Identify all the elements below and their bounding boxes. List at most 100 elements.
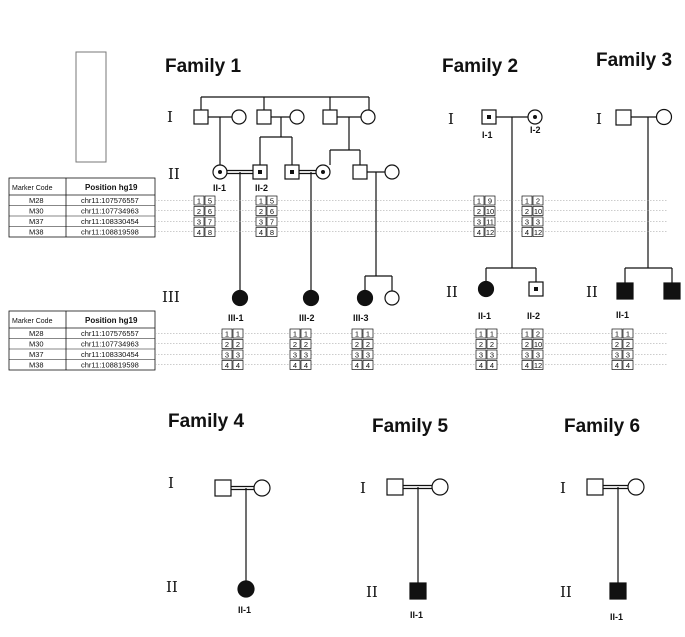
allele-box [484, 195, 496, 206]
table-top-position: chr11:107576557 [81, 196, 139, 205]
allele-value: 5 [270, 197, 274, 206]
allele-box [521, 195, 533, 206]
gen-II-f6: II [560, 583, 572, 601]
allele-value: 2 [366, 340, 370, 349]
allele-value: 1 [366, 330, 370, 339]
allele-box [289, 349, 301, 360]
f5-I-male [386, 478, 404, 496]
gen-II-f3: II [586, 283, 598, 301]
gen-I-f2: I [448, 110, 454, 128]
allele-box [255, 227, 267, 237]
allele-value: 1 [293, 330, 297, 339]
f1-I-male-1 [193, 109, 209, 125]
allele-box [204, 227, 216, 237]
allele-value: 2 [536, 330, 540, 339]
label-f5-II-1: II-1 [410, 610, 423, 620]
allele-box [266, 206, 278, 216]
allele-value: 2 [626, 340, 630, 349]
table-top-marker-code: M38 [29, 228, 44, 237]
allele-value: 2 [236, 340, 240, 349]
allele-value: 1 [525, 197, 529, 206]
gen-I-f4: I [168, 474, 174, 492]
allele-value: 3 [490, 351, 494, 360]
table-top-marker-code: M30 [29, 207, 44, 216]
allele-value: 1 [490, 330, 494, 339]
allele-box [193, 216, 205, 227]
table-top-marker-code: M37 [29, 217, 44, 226]
allele-box [221, 360, 233, 370]
allele-value: 1 [525, 330, 529, 339]
gen-I-f6: I [560, 479, 566, 497]
allele-box [473, 227, 485, 237]
allele-box [232, 360, 244, 370]
allele-box [300, 360, 312, 370]
allele-value: 3 [197, 218, 201, 227]
allele-box [232, 328, 244, 339]
f1-I-female-2 [289, 109, 305, 125]
allele-value: 7 [270, 218, 274, 227]
allele-value: 4 [293, 361, 297, 370]
allele-value: 2 [304, 340, 308, 349]
gen-III-f1: III [162, 288, 180, 306]
allele-box [473, 206, 485, 216]
family-5-pedigree [386, 478, 449, 600]
allele-value: 2 [479, 340, 483, 349]
table-bottom-header-position: Position hg19 [85, 316, 138, 325]
f1-I-male-3 [322, 109, 338, 125]
table-bottom-marker-code: M28 [29, 329, 44, 338]
allele-value: 3 [225, 351, 229, 360]
table-bottom-header-marker-code: Marker Code [12, 318, 53, 325]
allele-box [486, 360, 498, 370]
allele-box [232, 349, 244, 360]
allele-value: 1 [197, 197, 201, 206]
f4-I-male [214, 479, 232, 497]
allele-box [266, 216, 278, 227]
allele-value: 4 [490, 361, 494, 370]
f1-III-sibling-female [384, 290, 400, 306]
allele-box [362, 328, 374, 339]
table-top-header-marker-code: Marker Code [12, 185, 53, 192]
allele-value: 8 [270, 228, 274, 237]
f5-I-female [431, 478, 449, 496]
family-5-title: Family 5 [372, 416, 448, 437]
allele-value: 2 [477, 207, 481, 216]
allele-value: 4 [236, 361, 240, 370]
label-f1-III-1: III-1 [228, 313, 244, 323]
allele-box [362, 360, 374, 370]
f1-III-1-affected-female [231, 289, 249, 307]
allele-box [289, 328, 301, 339]
allele-box [255, 195, 267, 206]
f1-III-3-affected-female [356, 289, 374, 307]
allele-value: 3 [626, 351, 630, 360]
family-1-pedigree [193, 96, 400, 307]
allele-box [193, 195, 205, 206]
allele-box [611, 339, 623, 349]
allele-value: 4 [525, 228, 529, 237]
allele-value: 1 [304, 330, 308, 339]
allele-box [204, 206, 216, 216]
table-bottom-position: chr11:107576557 [81, 329, 139, 338]
allele-box [221, 339, 233, 349]
allele-value: 2 [225, 340, 229, 349]
family-4-title: Family 4 [168, 411, 244, 432]
allele-box [193, 206, 205, 216]
f3-I-female [655, 108, 673, 126]
allele-value: 4 [626, 361, 630, 370]
label-f1-II-1: II-1 [213, 183, 226, 193]
allele-box [289, 360, 301, 370]
f2-II-1-affected-female [477, 280, 495, 298]
allele-box [521, 328, 533, 339]
allele-value: 3 [477, 218, 481, 227]
allele-box [221, 349, 233, 360]
allele-box [622, 360, 634, 370]
allele-value: 2 [525, 340, 529, 349]
f3-II-affected-male-b [663, 282, 681, 300]
allele-value: 1 [615, 330, 619, 339]
f6-I-female [627, 478, 645, 496]
